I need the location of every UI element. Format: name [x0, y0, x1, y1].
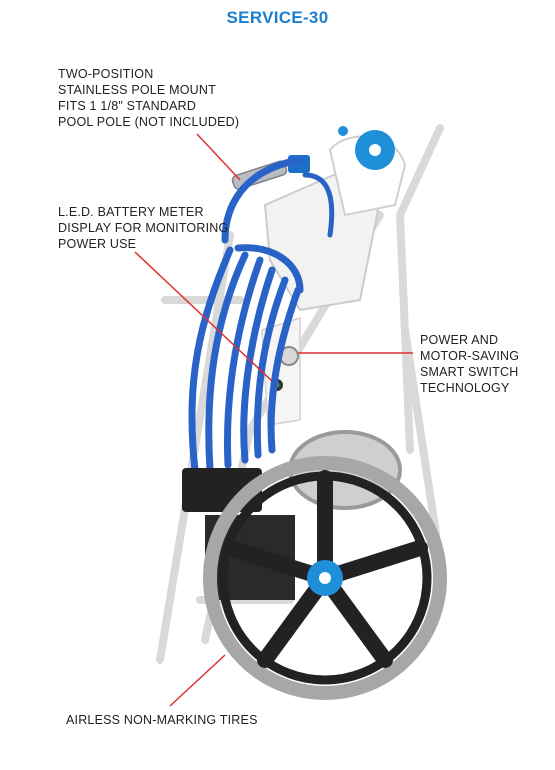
callout-line: MOTOR-SAVING	[420, 349, 520, 363]
frame-handle-top	[396, 124, 444, 219]
callout-line: TWO-POSITION	[58, 67, 154, 81]
callout-line: DISPLAY FOR MONITORING	[58, 221, 229, 235]
leader-battery-meter	[134, 251, 273, 382]
callout-line: POWER AND	[420, 333, 499, 347]
callout-line: AIRLESS NON-MARKING TIRES	[66, 713, 258, 727]
callout-line: TECHNOLOGY	[420, 381, 510, 395]
frame-rear-leg	[401, 326, 444, 564]
callout-line: FITS 1 1/8" STANDARD	[58, 99, 197, 113]
leader-tires	[169, 654, 226, 707]
callout-line: SMART SWITCH	[420, 365, 519, 379]
front-wheel	[203, 456, 447, 700]
callout-pole-mount: TWO-POSITION STAINLESS POLE MOUNT FITS 1…	[58, 66, 239, 130]
callout-smart-switch: POWER AND MOTOR-SAVING SMART SWITCH TECH…	[420, 332, 519, 396]
callout-line: L.E.D. BATTERY METER	[58, 205, 204, 219]
callout-line: POOL POLE (NOT INCLUDED)	[58, 115, 240, 129]
callout-line: STAINLESS POLE MOUNT	[58, 83, 216, 97]
callout-line: POWER USE	[58, 237, 137, 251]
callout-lines	[134, 133, 413, 707]
leader-pole-mount	[196, 133, 241, 181]
hose-coil	[188, 156, 335, 474]
page-title: SERVICE-30	[226, 8, 329, 27]
callout-battery-meter: L.E.D. BATTERY METER DISPLAY FOR MONITOR…	[58, 204, 228, 252]
callout-tires: AIRLESS NON-MARKING TIRES	[66, 712, 258, 728]
